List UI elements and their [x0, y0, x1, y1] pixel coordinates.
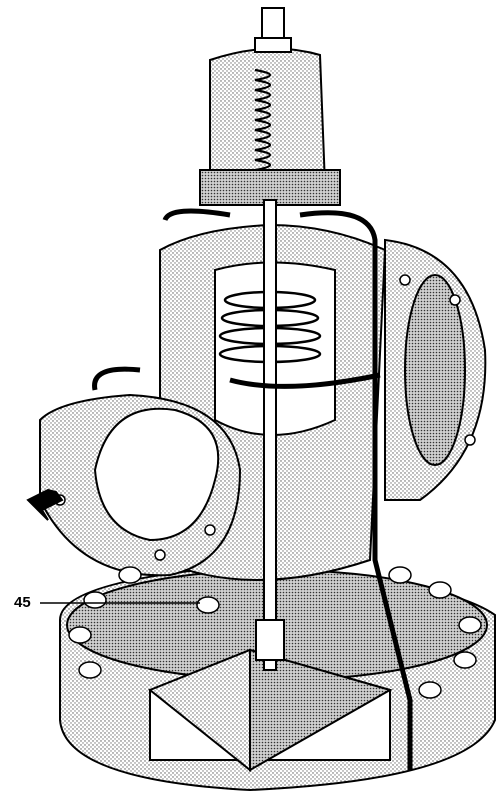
base-bolts	[68, 566, 482, 699]
callout-label-45: 45	[14, 594, 31, 611]
bonnet-flange	[199, 169, 341, 206]
sensing-line-right	[299, 210, 413, 770]
sensing-line-left	[92, 366, 141, 391]
sensing-line-mid	[229, 372, 381, 389]
valve-stem	[263, 199, 277, 671]
flange-holes	[54, 274, 476, 561]
upper-spring	[254, 68, 272, 172]
adjusting-screw	[261, 7, 285, 43]
sensing-line-upper	[162, 208, 231, 222]
flow-arrow-icon	[26, 488, 64, 521]
